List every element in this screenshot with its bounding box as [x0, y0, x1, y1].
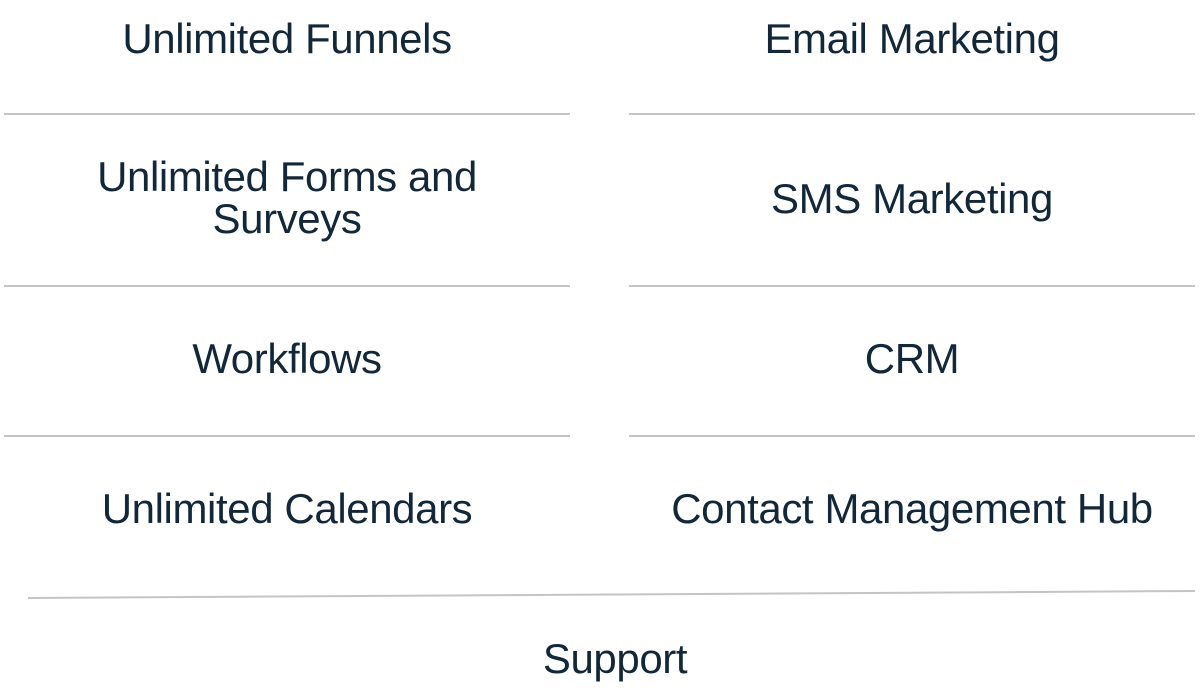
feature-unlimited-calendars: Unlimited Calendars: [101, 485, 473, 532]
feature-email-marketing: Email Marketing: [764, 15, 1060, 62]
feature-unlimited-funnels: Unlimited Funnels: [122, 15, 452, 62]
feature-workflows: Workflows: [192, 335, 382, 382]
feature-crm: CRM: [864, 335, 960, 382]
divider: [4, 285, 570, 287]
feature-unlimited-forms-and-surveys: Unlimited Forms and Surveys: [97, 153, 477, 242]
divider: [629, 285, 1195, 287]
divider: [4, 435, 570, 437]
divider: [4, 113, 570, 115]
divider-full-width: [27, 590, 1196, 599]
feature-contact-management-hub: Contact Management Hub: [671, 485, 1153, 532]
divider: [629, 435, 1195, 437]
feature-support: Support: [542, 635, 688, 682]
divider: [629, 113, 1195, 115]
feature-sms-marketing: SMS Marketing: [771, 175, 1053, 222]
